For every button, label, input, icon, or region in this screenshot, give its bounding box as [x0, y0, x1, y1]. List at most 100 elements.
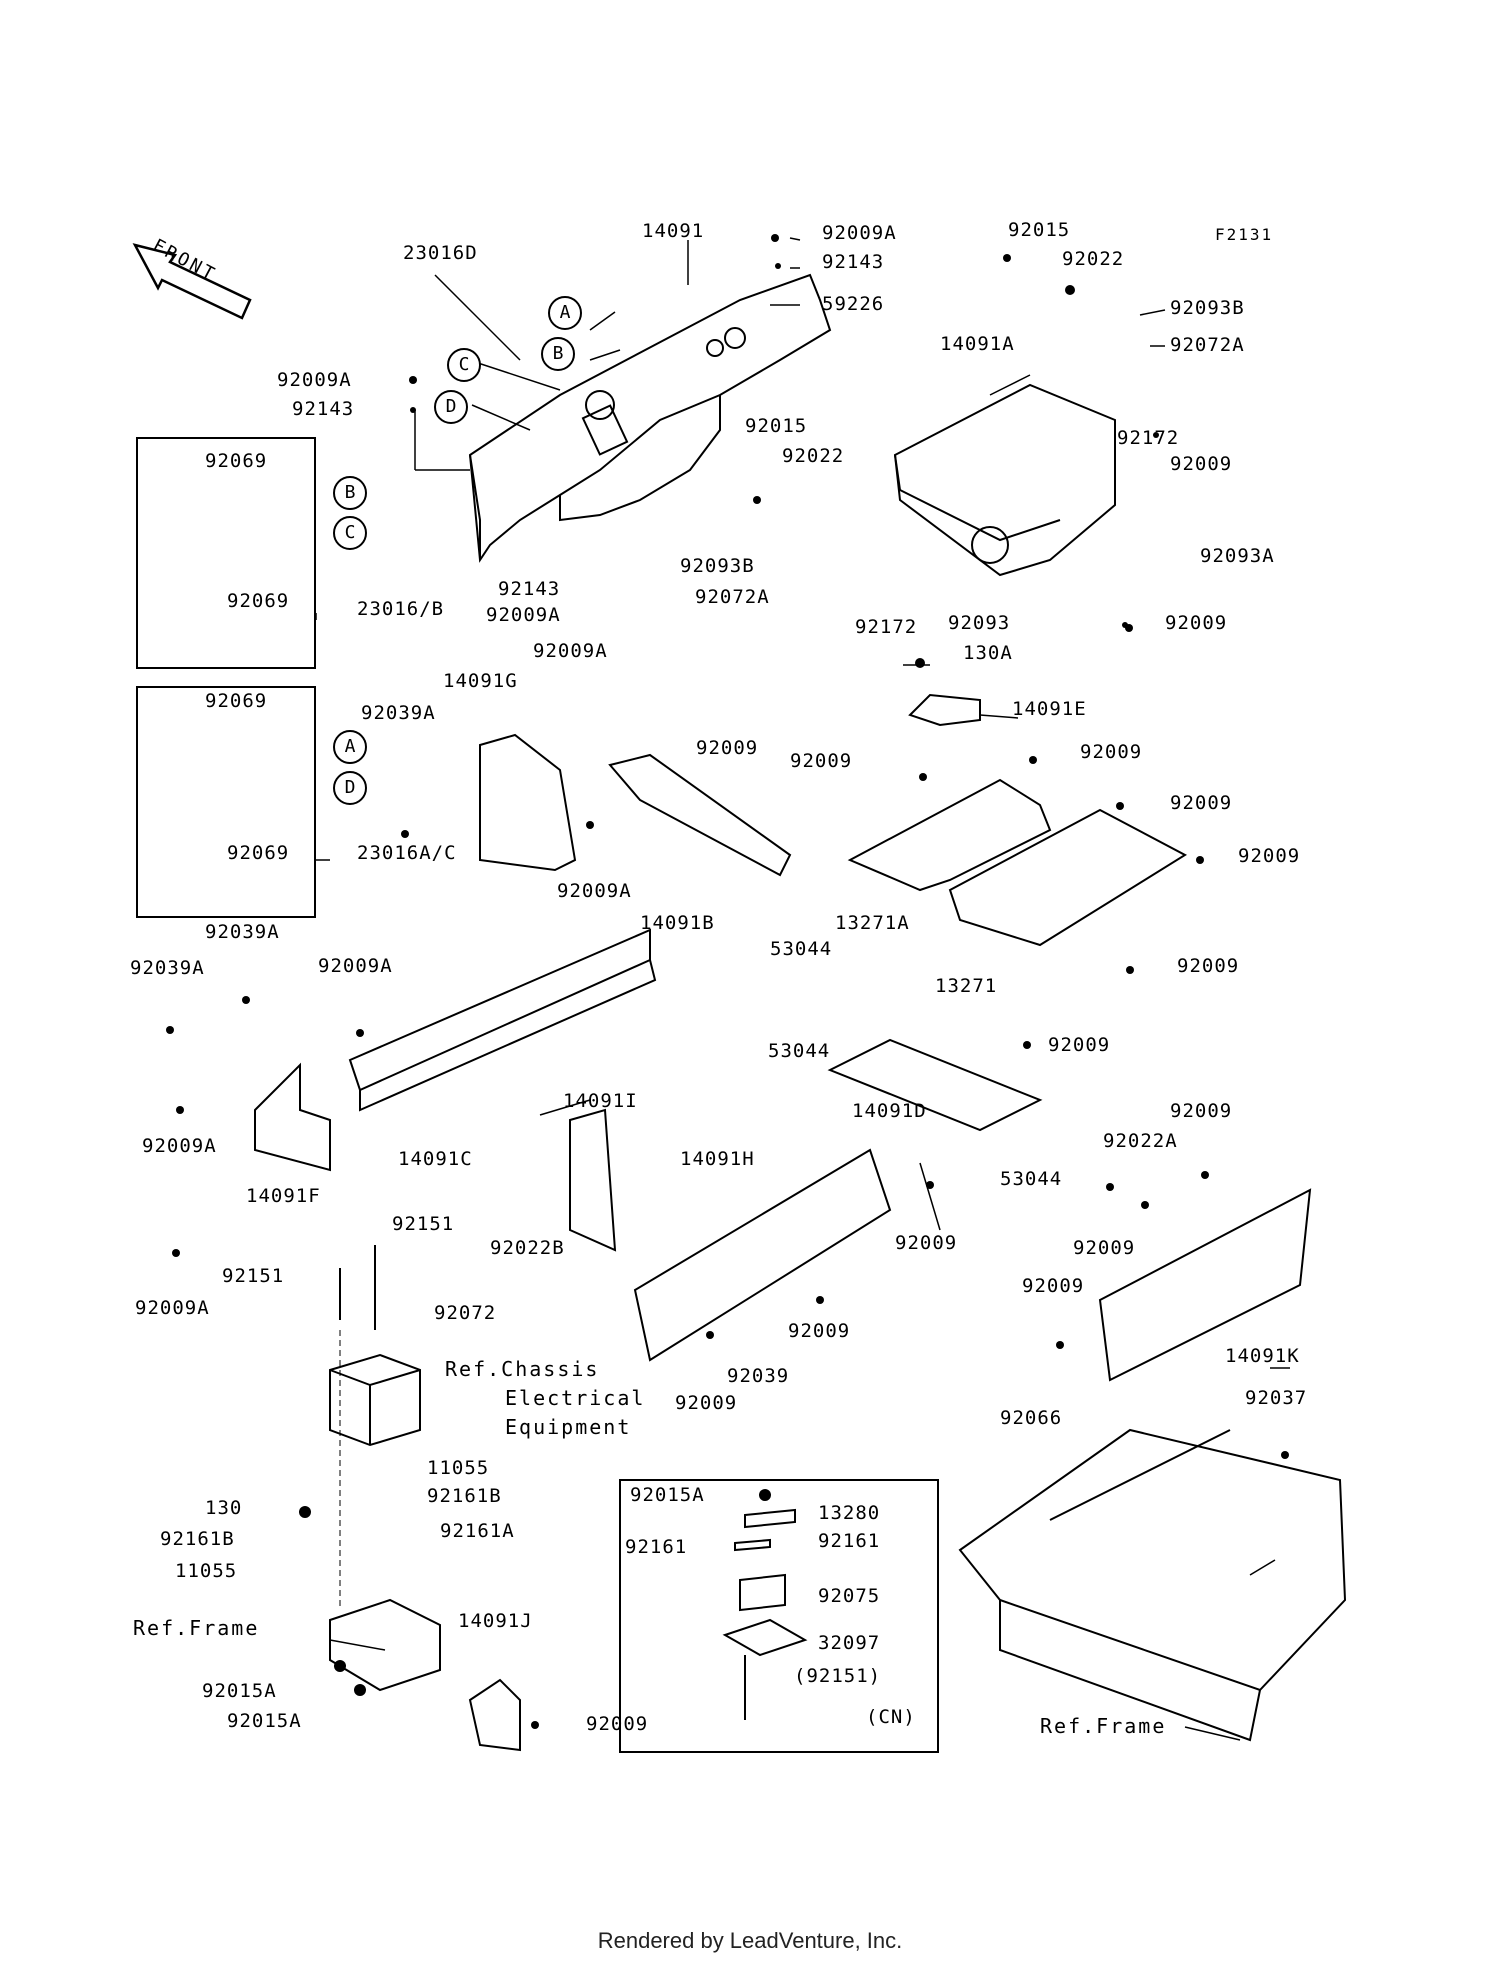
part-label: 92151	[222, 1265, 285, 1287]
part-label: 92037	[1245, 1387, 1308, 1409]
part-label: 14091	[642, 220, 705, 242]
tray-14091a-shape	[893, 383, 1116, 577]
part-label: 92093A	[1200, 545, 1275, 567]
part-label: 92009A	[557, 880, 632, 902]
part-label: 92009	[1238, 845, 1301, 867]
part-label: 92172	[1117, 427, 1180, 449]
marker-c-inset: C	[333, 516, 367, 550]
part-label: 92009A	[135, 1297, 210, 1319]
panel-14091c-shape	[348, 928, 651, 1092]
part-label: 92161	[625, 1536, 688, 1558]
part-label: 59226	[822, 293, 885, 315]
frame-shape	[958, 1428, 1347, 1742]
panel-14091e-shape	[908, 693, 981, 727]
part-label: 92172	[855, 616, 918, 638]
part-label: 92022	[782, 445, 845, 467]
plate-13271-shape	[948, 808, 1188, 947]
figure-code: F2131	[1215, 225, 1274, 244]
part-label: 14091J	[458, 1610, 533, 1632]
marker-d-inset: D	[333, 771, 367, 805]
part-label: 92072A	[695, 586, 770, 608]
part-label: 92069	[205, 690, 268, 712]
part-label: 92066	[1000, 1407, 1063, 1429]
footer-credit: Rendered by LeadVenture, Inc.	[597, 1928, 903, 1953]
part-label: 23016/B	[357, 598, 445, 620]
battery-shape	[329, 1353, 421, 1447]
ref-note: Ref.Frame	[1040, 1714, 1167, 1738]
part-label: 11055	[427, 1457, 490, 1479]
part-label: 14091C	[398, 1148, 473, 1170]
front-arrow-icon	[132, 243, 252, 320]
part-label: 92009	[675, 1392, 738, 1414]
part-label: 14091A	[940, 333, 1015, 355]
part-label: 92161B	[160, 1528, 235, 1550]
part-label: 92072	[434, 1302, 497, 1324]
part-label: 23016A/C	[357, 842, 457, 864]
part-label: 92009	[1170, 453, 1233, 475]
part-label: 92015	[745, 415, 808, 437]
part-label: 92009	[1022, 1275, 1085, 1297]
part-label: 14091E	[1012, 698, 1087, 720]
part-label: 11055	[175, 1560, 238, 1582]
part-label: 92039	[727, 1365, 790, 1387]
part-label: 92015	[1008, 219, 1071, 241]
part-label: 92009A	[142, 1135, 217, 1157]
part-label: 92009	[1170, 792, 1233, 814]
panel-14091c-edge	[359, 959, 657, 1112]
part-label: 53044	[770, 938, 833, 960]
part-label: 92022A	[1103, 1130, 1178, 1152]
marker-a: A	[548, 296, 582, 330]
part-label: 92015A	[630, 1484, 705, 1506]
part-label: 92161B	[427, 1485, 502, 1507]
marker-d: D	[434, 390, 468, 424]
part-label: 92009	[586, 1713, 649, 1735]
fastener-icons	[166, 234, 1289, 1729]
part-label: 92022	[1062, 248, 1125, 270]
inset-box-cn	[619, 1479, 939, 1753]
part-label: 92009	[696, 737, 759, 759]
panel-14091i-shape	[569, 1108, 617, 1252]
ref-note: Equipment	[505, 1415, 632, 1439]
part-label: 92009	[1177, 955, 1240, 977]
part-label: 32097	[818, 1632, 881, 1654]
leader-lines	[315, 237, 1290, 1741]
marker-b-inset: B	[333, 476, 367, 510]
plate-13271a-shape	[847, 778, 1052, 892]
part-label: 92009	[1073, 1237, 1136, 1259]
part-label: 130A	[963, 642, 1013, 664]
part-label: 92069	[227, 842, 290, 864]
part-label: 92009	[788, 1320, 851, 1342]
part-label: 92009	[1165, 612, 1228, 634]
part-label: 92161	[818, 1530, 881, 1552]
part-label: 14091G	[443, 670, 518, 692]
cn-bracket-shapes	[722, 1508, 808, 1720]
part-label: 92143	[498, 578, 561, 600]
part-label: 92151	[392, 1213, 455, 1235]
dashboard-panel-shape	[468, 273, 832, 563]
part-label: 92143	[822, 251, 885, 273]
panel-14091h-shape	[633, 1148, 892, 1362]
part-label: 92022B	[490, 1237, 565, 1259]
inset-box-23016b	[136, 437, 316, 669]
part-label: 92009	[895, 1232, 958, 1254]
part-label: 130	[205, 1497, 243, 1519]
part-label: 92161A	[440, 1520, 515, 1542]
part-label: 92009	[1048, 1034, 1111, 1056]
part-label: 92069	[205, 450, 268, 472]
part-label: 14091I	[563, 1090, 638, 1112]
part-label: 53044	[1000, 1168, 1063, 1190]
part-label: 14091D	[852, 1100, 927, 1122]
part-label: 92009A	[533, 640, 608, 662]
part-label: 92093B	[680, 555, 755, 577]
part-label: 92072A	[1170, 334, 1245, 356]
part-label: 13280	[818, 1502, 881, 1524]
part-label: 53044	[768, 1040, 831, 1062]
part-label: 92009A	[277, 369, 352, 391]
part-label: 92009A	[318, 955, 393, 977]
marker-b: B	[541, 337, 575, 371]
battery-tray-shape	[329, 1598, 441, 1692]
panel-14091f-shape	[254, 1062, 331, 1172]
part-label: 14091K	[1225, 1345, 1300, 1367]
ref-note: Ref.Chassis	[445, 1357, 600, 1381]
